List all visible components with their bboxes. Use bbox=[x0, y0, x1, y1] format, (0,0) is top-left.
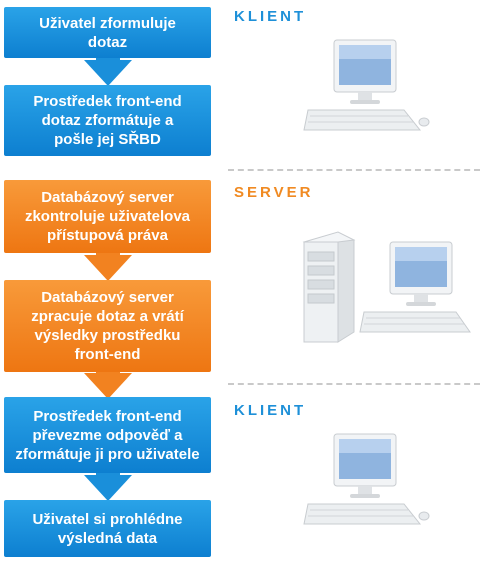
arrow-down-2 bbox=[84, 255, 132, 281]
desktop-computer-icon bbox=[359, 241, 471, 333]
server-tower-icon bbox=[302, 231, 356, 343]
step-box-2: Prostředek front-end dotaz zformátuje a … bbox=[4, 85, 211, 156]
arrow-down-1 bbox=[84, 60, 132, 86]
arrow-down-3 bbox=[84, 373, 132, 399]
step-text-1: Uživatel zformuluje dotaz bbox=[39, 14, 176, 51]
step-text-6: Uživatel si prohlédne výsledná data bbox=[32, 510, 183, 547]
section-label-server: SERVER bbox=[234, 184, 314, 201]
step-box-1: Uživatel zformuluje dotaz bbox=[4, 7, 211, 58]
step-text-3: Databázový server zkontroluje uživatelov… bbox=[24, 189, 191, 244]
section-label-client-2: KLIENT bbox=[234, 402, 307, 419]
section-divider-1 bbox=[228, 169, 480, 171]
desktop-computer-icon bbox=[303, 39, 430, 131]
desktop-computer-icon bbox=[303, 433, 430, 525]
section-divider-2 bbox=[228, 383, 480, 385]
step-text-5: Prostředek front-end převezme odpověď a … bbox=[15, 407, 200, 463]
step-box-5: Prostředek front-end převezme odpověď a … bbox=[4, 397, 211, 473]
step-box-4: Databázový server zpracuje dotaz a vrátí… bbox=[4, 280, 211, 372]
section-label-client-1: KLIENT bbox=[234, 8, 307, 25]
arrow-down-4 bbox=[84, 475, 132, 501]
step-box-3: Databázový server zkontroluje uživatelov… bbox=[4, 180, 211, 253]
step-text-2: Prostředek front-end dotaz zformátuje a … bbox=[33, 93, 182, 148]
step-box-6: Uživatel si prohlédne výsledná data bbox=[4, 500, 211, 557]
step-text-4: Databázový server zpracuje dotaz a vrátí… bbox=[31, 289, 184, 363]
